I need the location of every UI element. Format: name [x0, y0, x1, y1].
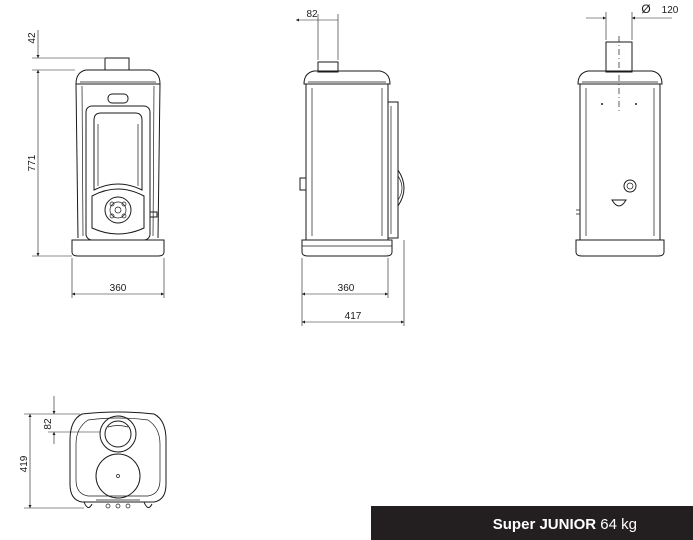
caption-bar: Super JUNIOR 64 kg [371, 506, 693, 540]
dim-rear-flue-diameter: 120 [662, 5, 679, 16]
front-view [71, 57, 165, 257]
model-weight: 64 kg [600, 516, 637, 533]
dim-front-width: 360 [110, 283, 127, 294]
rear-diameter-symbol: Ø [641, 2, 650, 16]
rear-view [575, 36, 665, 257]
dim-front-flue-height: 42 [27, 32, 38, 44]
dim-top-flue-offset: 82 [43, 418, 54, 430]
model-caption: Super JUNIOR 64 kg [493, 516, 637, 533]
top-dimensions: 82 419 [19, 396, 100, 509]
side-dimensions: 82 360 417 [296, 9, 405, 326]
dim-side-total-width: 417 [345, 311, 362, 322]
front-dimensions: 42 771 360 [27, 30, 165, 298]
side-view [299, 61, 405, 257]
dim-side-flue-width: 82 [306, 9, 318, 20]
rear-dimensions: Ø 120 [586, 2, 679, 40]
dim-side-body-width: 360 [338, 283, 355, 294]
dim-top-depth: 419 [19, 455, 30, 472]
model-name: Super JUNIOR [492, 516, 597, 533]
dim-front-height: 771 [27, 154, 38, 171]
top-view [69, 411, 167, 509]
